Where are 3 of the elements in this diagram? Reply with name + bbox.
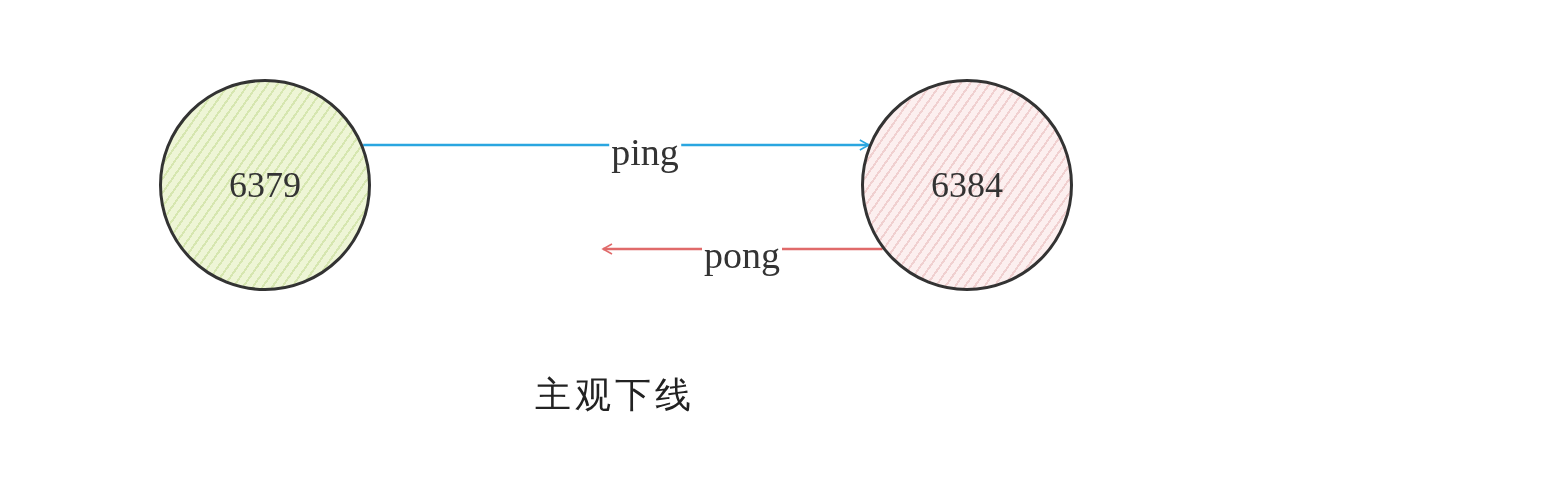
node-label: 6379 (229, 164, 301, 206)
caption: 主观下线 (535, 372, 695, 417)
node-label: 6384 (931, 164, 1003, 206)
